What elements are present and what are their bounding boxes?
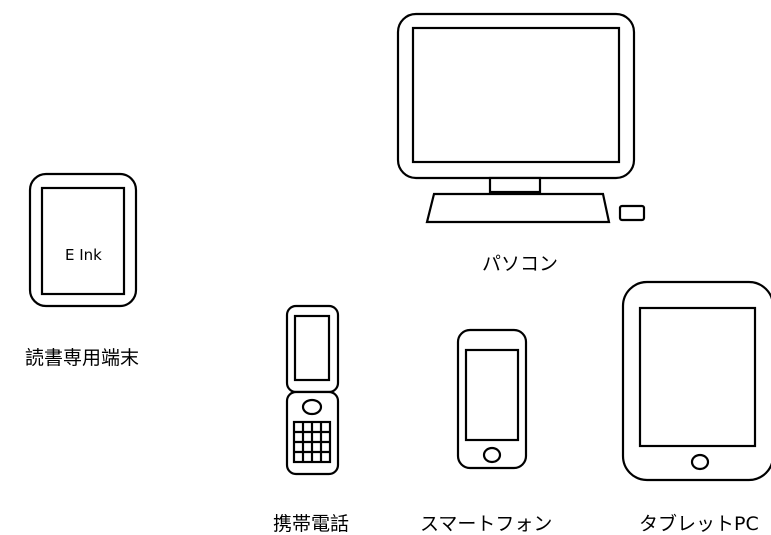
feature-phone-label: 携帯電話 — [273, 513, 349, 535]
ereader-icon: E Ink — [28, 172, 138, 308]
ereader-label: 読書専用端末 — [25, 347, 139, 369]
flip-phone-icon — [285, 304, 340, 476]
tablet-icon — [621, 280, 771, 482]
smartphone-label: スマートフォン — [420, 513, 552, 535]
smartphone-icon — [456, 328, 528, 470]
tablet-label: タブレットPC — [639, 512, 759, 535]
desktop-pc-icon — [396, 12, 646, 224]
mouse-icon — [618, 204, 646, 222]
pc-label: パソコン — [482, 253, 558, 275]
ereader-screen-text: E Ink — [65, 246, 102, 264]
